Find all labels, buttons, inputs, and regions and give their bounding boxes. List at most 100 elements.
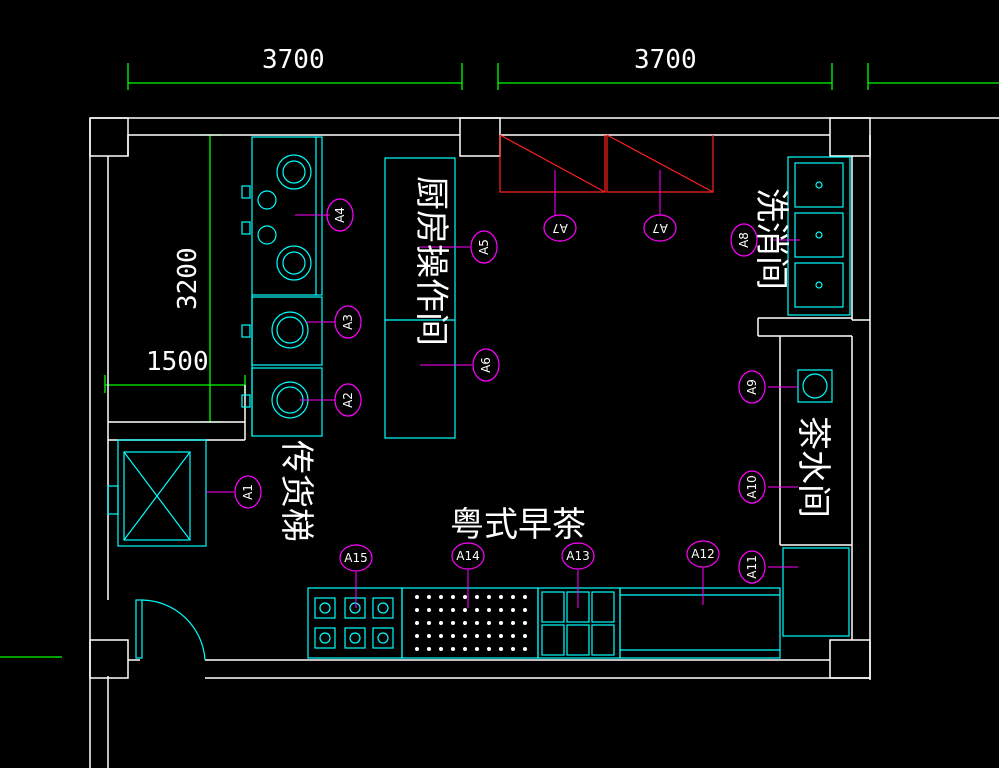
steamer-dot (475, 608, 479, 612)
steamer-dot (463, 608, 467, 612)
steamer-dot (439, 647, 443, 651)
steamer-dot (415, 634, 419, 638)
svg-text:A6: A6 (479, 357, 493, 373)
steamer-dot (427, 647, 431, 651)
tag-a6: A6 (472, 348, 500, 382)
steamer-dot (463, 621, 467, 625)
steamer-dot (439, 634, 443, 638)
tag-a7: A7 (643, 214, 677, 242)
steamer-dot (499, 634, 503, 638)
steamer-dot (499, 647, 503, 651)
steamer-dot (523, 634, 527, 638)
tag-a7: A7 (543, 214, 577, 242)
steamer-dot (475, 595, 479, 599)
steamer-dot (499, 595, 503, 599)
steamer-dot (415, 621, 419, 625)
steamer-dot (523, 608, 527, 612)
steamer-dot (451, 595, 455, 599)
label-kitchen-operation: 厨房操作间 (411, 176, 451, 346)
steamer-dot (463, 647, 467, 651)
steamer-dot (523, 595, 527, 599)
svg-text:A9: A9 (745, 379, 759, 395)
tag-a3: A3 (334, 305, 362, 339)
svg-text:A14: A14 (456, 549, 479, 563)
steamer-dot (451, 647, 455, 651)
steamer-dot (427, 595, 431, 599)
steamer-dot (487, 608, 491, 612)
tag-a5: A5 (470, 230, 498, 264)
svg-text:A12: A12 (691, 547, 714, 561)
steamer-a14 (415, 595, 527, 651)
steamer-dot (511, 608, 515, 612)
svg-text:A7: A7 (652, 221, 668, 235)
label-cantonese-tea: 粤式早茶 (450, 505, 586, 545)
label-tea-room: 茶水间 (793, 416, 833, 518)
door (135, 599, 206, 661)
steamer-dot (511, 621, 515, 625)
walls (89, 117, 999, 768)
tag-a2: A2 (334, 383, 362, 417)
svg-text:A4: A4 (333, 207, 347, 223)
steamer-dot (523, 621, 527, 625)
svg-text:A3: A3 (341, 314, 355, 330)
tag-leaders (206, 170, 800, 608)
steamer-dot (487, 595, 491, 599)
steamer-dot (439, 595, 443, 599)
steamer-dot (415, 595, 419, 599)
svg-text:A2: A2 (341, 392, 355, 408)
dimension-top-left: 3700 (262, 45, 325, 75)
steamer-dot (427, 621, 431, 625)
tag-a11: A11 (738, 550, 766, 584)
svg-text:A10: A10 (745, 475, 759, 498)
dimension-left-height: 3200 (173, 247, 203, 310)
svg-text:A13: A13 (566, 549, 589, 563)
steamer-dot (427, 608, 431, 612)
steamer-dot (415, 608, 419, 612)
cabinet-a13 (541, 591, 615, 656)
tag-a12: A12 (686, 540, 720, 568)
steamer-dot (523, 647, 527, 651)
range-hoods (499, 134, 714, 193)
tag-a4: A4 (326, 198, 354, 232)
burners-a15 (314, 597, 394, 649)
tag-a1: A1 (234, 475, 262, 509)
steamer-dot (511, 647, 515, 651)
tag-a8: A8 (730, 223, 758, 257)
steamer-dot (487, 634, 491, 638)
steamer-dot (427, 634, 431, 638)
svg-text:A1: A1 (241, 484, 255, 500)
equipment (107, 136, 851, 659)
steamer-dot (451, 608, 455, 612)
steamer-dot (475, 621, 479, 625)
steamer-dot (511, 595, 515, 599)
steamer-dot (511, 634, 515, 638)
steamer-dot (439, 608, 443, 612)
steamer-dot (439, 621, 443, 625)
tag-a13: A13 (561, 542, 595, 570)
steamer-dot (487, 621, 491, 625)
svg-text:A5: A5 (477, 239, 491, 255)
steamer-dot (451, 621, 455, 625)
label-goods-lift: 传货梯 (276, 440, 316, 542)
tag-a15: A15 (339, 544, 373, 572)
svg-text:A7: A7 (552, 221, 568, 235)
steamer-dot (475, 647, 479, 651)
dimension-left-width: 1500 (146, 347, 209, 377)
tag-a9: A9 (738, 370, 766, 404)
steamer-dot (487, 647, 491, 651)
steamer-dot (415, 647, 419, 651)
tag-a14: A14 (451, 542, 485, 570)
steamer-dot (475, 634, 479, 638)
tag-a10: A10 (738, 470, 766, 504)
svg-text:A11: A11 (745, 555, 759, 578)
dimension-top-right: 3700 (634, 45, 697, 75)
steamer-dot (463, 634, 467, 638)
svg-text:A15: A15 (344, 551, 367, 565)
steamer-dot (499, 608, 503, 612)
svg-text:A8: A8 (737, 232, 751, 248)
steamer-dot (463, 595, 467, 599)
label-washing-room: 洗消间 (751, 188, 791, 290)
steamer-dot (499, 621, 503, 625)
